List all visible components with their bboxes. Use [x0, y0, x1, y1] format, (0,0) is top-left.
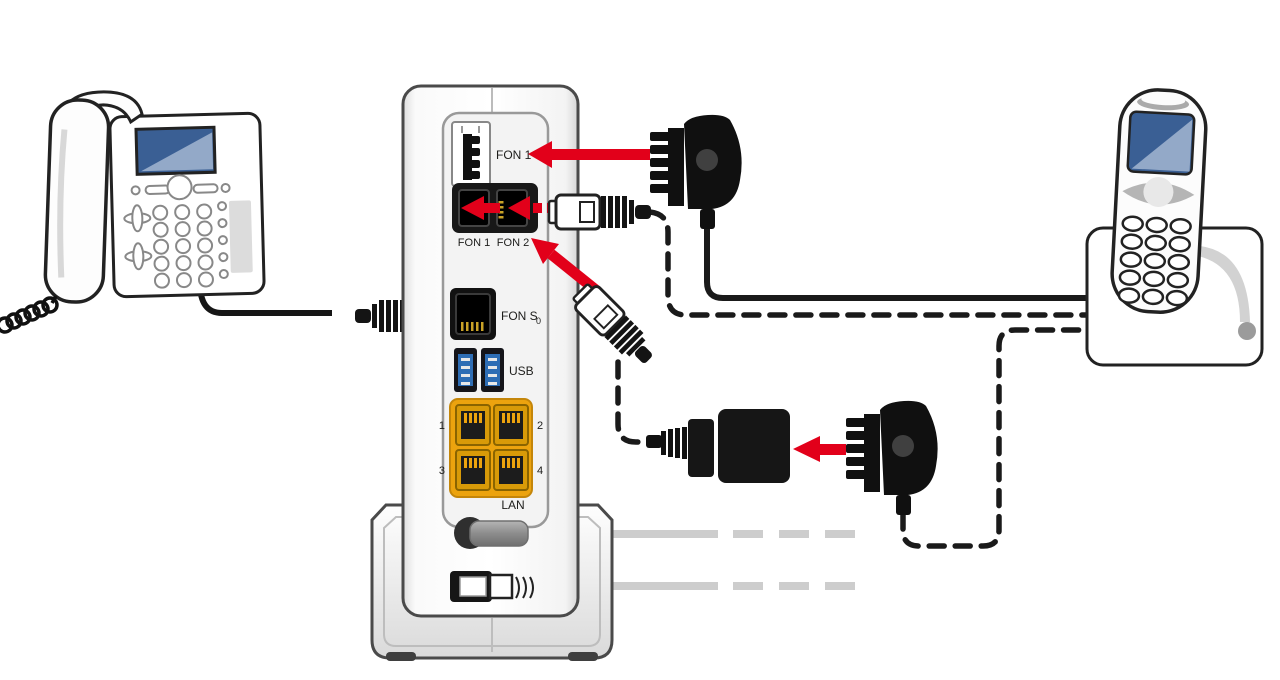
rj11-tae-adapter: [646, 409, 790, 483]
lan4-label: 4: [537, 465, 543, 477]
desk-phone-side-panel: [228, 200, 253, 273]
desk-phone-side-keys: [217, 201, 229, 280]
router-foot: [568, 652, 598, 661]
desk-phone-keypad: [152, 203, 214, 289]
desk-phone-nav-cross: [123, 204, 153, 271]
fon-s0-label-sub: 0: [536, 316, 541, 326]
router: FON 1 FON 1 FON 2 FON S 0: [370, 84, 614, 661]
usb-label: USB: [509, 364, 534, 378]
cordless-display-glare: [1131, 119, 1193, 172]
fon1-tae-label: FON 1: [496, 148, 532, 162]
desk-phone-display-glare: [141, 132, 214, 172]
fon2-rj-label: FON 2: [497, 237, 529, 249]
lan2-label: 2: [537, 420, 543, 432]
rj11-plug-fon2: [547, 193, 653, 231]
lan3-label: 3: [439, 465, 445, 477]
rj11-plug-diagonal: [567, 278, 662, 373]
cable-fon2-dashed: [647, 209, 1090, 318]
cable-adapter-dashed: [615, 327, 1089, 549]
lan1-label: 1: [439, 420, 445, 432]
desk-phone-key: [192, 183, 219, 194]
red-arrow-fon1-rj: [461, 196, 500, 220]
usb-ports: [454, 348, 504, 392]
red-arrow-fon1-tae: [528, 141, 650, 168]
dsl-connector: [450, 571, 534, 602]
tae-plug-bottom: [846, 400, 938, 515]
power-connector: [454, 517, 529, 549]
desk-phone-key: [220, 182, 231, 193]
fon-s0-port: [450, 288, 496, 340]
desk-phone-key: [166, 174, 193, 201]
cordless-phone: [1085, 88, 1264, 367]
lan-label: LAN: [501, 498, 524, 512]
handset-icon: [43, 90, 144, 304]
cordless-handset: [1110, 88, 1208, 314]
desk-phone-key: [130, 185, 141, 196]
cordless-keypad: [1117, 215, 1192, 307]
cable-fon1-solid: [704, 226, 1090, 301]
desk-phone: [0, 90, 459, 335]
router-foot: [386, 652, 416, 661]
cordless-base-swoosh: [1198, 246, 1250, 322]
fon1-tae-port: [451, 121, 491, 187]
fon1-rj-label: FON 1: [458, 237, 490, 249]
desk-phone-key: [144, 184, 171, 195]
lan-ports: [449, 398, 533, 498]
tae-plug-top: [650, 114, 742, 229]
red-arrow-adapter: [793, 436, 846, 462]
cordless-base-dot: [1238, 322, 1256, 340]
fon-s0-label: FON S: [501, 309, 538, 323]
coiled-cord: [0, 295, 59, 334]
